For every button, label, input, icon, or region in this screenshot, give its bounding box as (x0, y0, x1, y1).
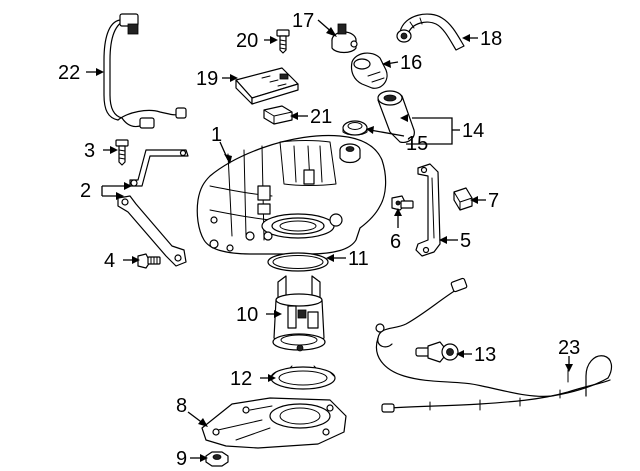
callout-16: 16 (400, 52, 422, 74)
part-5-strap (415, 163, 441, 257)
part-2-lower-bracket (117, 195, 187, 267)
part-13-sensor (415, 341, 459, 363)
callout-15: 15 (406, 133, 428, 155)
callout-4: 4 (104, 250, 115, 272)
callout-1: 1 (211, 124, 222, 146)
callout-20: 20 (236, 30, 258, 52)
part-23-wire-harness (375, 277, 613, 413)
part-17-vent-valve (331, 23, 358, 54)
callout-18: 18 (480, 28, 502, 50)
part-18-vent-hose (396, 13, 465, 51)
part-21-insulator (263, 105, 293, 125)
part-3-bolt (115, 139, 129, 166)
arrowheads (96, 27, 573, 462)
callout-23: 23 (558, 337, 580, 359)
callout-3: 3 (84, 140, 95, 162)
callout-14: 14 (462, 120, 484, 142)
part-7-clip (453, 187, 473, 211)
callout-labels: 1 2 3 4 5 6 7 8 9 10 11 12 13 14 15 16 1… (58, 10, 580, 470)
part-20-bolt (276, 29, 290, 54)
part-9-nut (205, 451, 229, 467)
part-4-bolt (137, 253, 161, 269)
part-2-upper-bracket (129, 149, 189, 187)
callout-2: 2 (80, 180, 91, 202)
callout-17: 17 (292, 10, 314, 32)
callout-9: 9 (176, 448, 187, 470)
part-19-control-module (235, 67, 299, 105)
callout-8: 8 (176, 395, 187, 417)
callout-10: 10 (236, 304, 258, 326)
callout-22: 22 (58, 62, 80, 84)
part-6-bolt (391, 195, 414, 211)
part-8-tank-shield (201, 397, 347, 449)
part-15-filler-cap (342, 120, 368, 136)
part-10-fuel-pump (272, 275, 326, 352)
callout-11: 11 (348, 248, 369, 270)
callout-19: 19 (196, 68, 218, 90)
part-12-lock-ring (270, 365, 336, 390)
part-1-fuel-tank (196, 134, 387, 255)
part-11-seal-ring (267, 252, 329, 272)
part-22-wiring-harness (103, 13, 187, 129)
callout-21: 21 (310, 106, 332, 128)
callout-7: 7 (488, 190, 499, 212)
part-14-filler-pipe (377, 90, 415, 143)
callout-5: 5 (460, 230, 471, 252)
callout-13: 13 (474, 344, 496, 366)
part-16-connector (350, 52, 388, 89)
callout-12: 12 (230, 368, 252, 390)
callout-6: 6 (390, 231, 401, 253)
